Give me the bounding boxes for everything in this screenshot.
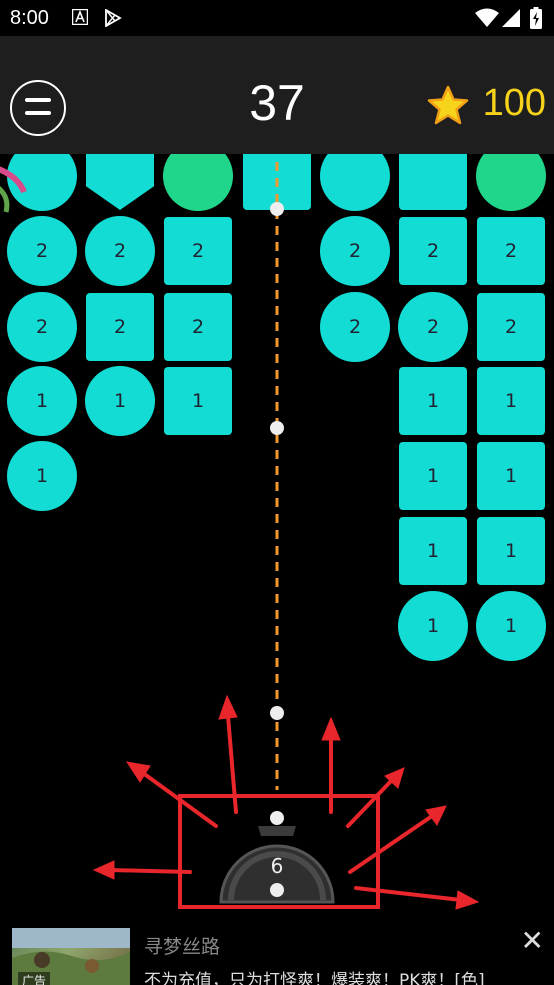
menu-button[interactable]	[10, 80, 66, 136]
ad-badge: 广告	[18, 972, 51, 985]
annotation-arrow	[108, 868, 192, 874]
ad-banner[interactable]: 广告 寻梦丝路 不为充值，只为打怪爽！爆装爽！PK爽！[色] ✕	[0, 922, 554, 985]
status-time: 8:00	[10, 7, 49, 29]
block-circle: 2	[320, 216, 390, 286]
block-square: 1	[399, 367, 467, 435]
block-circle: 1	[476, 591, 546, 661]
ad-title[interactable]: 寻梦丝路	[144, 936, 221, 958]
block-circle: 1	[7, 441, 77, 511]
arrowhead	[125, 761, 151, 783]
star-icon	[427, 85, 469, 125]
annotation-arrow	[141, 771, 218, 828]
block-circle: 2	[320, 292, 390, 362]
block-circle: 1	[85, 366, 155, 436]
arrowhead	[425, 805, 447, 826]
arrowhead	[384, 767, 405, 789]
play-store-icon	[105, 9, 122, 27]
block-circle	[476, 154, 546, 211]
ad-description[interactable]: 不为充值，只为打怪爽！爆装爽！PK爽！[色]	[144, 971, 485, 985]
ball	[270, 811, 284, 825]
block-square: 2	[164, 217, 232, 285]
block-square: 2	[86, 293, 154, 361]
close-icon[interactable]: ✕	[520, 924, 544, 957]
decoration-swirl-2	[0, 186, 10, 213]
block-square: 1	[399, 517, 467, 585]
ball	[270, 421, 284, 435]
arrowhead	[92, 860, 115, 880]
block-circle: 2	[7, 292, 77, 362]
block-square: 2	[399, 217, 467, 285]
decoration-swirl	[0, 166, 27, 194]
cell-signal-icon	[502, 9, 520, 27]
block-circle	[163, 154, 233, 211]
block-square: 1	[399, 442, 467, 510]
block-square: 2	[164, 293, 232, 361]
block-circle: 1	[7, 366, 77, 436]
menu-bar-bottom	[25, 111, 51, 115]
status-bar: 8:00	[0, 0, 554, 36]
block-square: 2	[477, 293, 545, 361]
block-square: 2	[477, 217, 545, 285]
block-circle: 1	[398, 591, 468, 661]
menu-bar-top	[25, 98, 51, 102]
annotation-overlay	[92, 694, 480, 910]
block-square: 1	[477, 517, 545, 585]
arrowhead	[321, 716, 341, 741]
annotation-arrow	[226, 714, 238, 814]
block-square	[399, 154, 467, 210]
block-square: 1	[164, 367, 232, 435]
launcher-barrel	[258, 826, 296, 836]
ball-count: 6	[271, 854, 284, 878]
coin-count: 100	[482, 82, 546, 124]
block-circle: 2	[7, 216, 77, 286]
launcher-ring	[228, 851, 326, 901]
wifi-icon	[475, 8, 499, 27]
ball	[270, 706, 284, 720]
ball	[270, 202, 284, 216]
accessibility-icon	[72, 9, 88, 25]
annotation-arrow	[346, 777, 395, 828]
score-value: 37	[249, 75, 305, 131]
block-circle: 2	[85, 216, 155, 286]
arrowhead	[218, 694, 238, 720]
launcher-ball	[270, 883, 284, 897]
field-overlay: 6	[0, 162, 480, 910]
block-circle	[320, 154, 390, 211]
block-circle: 2	[398, 292, 468, 362]
block-square: 1	[477, 367, 545, 435]
arrowhead	[455, 890, 480, 910]
battery-charging-icon	[530, 7, 542, 29]
annotation-arrow	[354, 886, 463, 902]
block-square: 1	[477, 442, 545, 510]
game-header: 37 100	[0, 36, 554, 154]
annotation-arrow	[348, 812, 437, 874]
